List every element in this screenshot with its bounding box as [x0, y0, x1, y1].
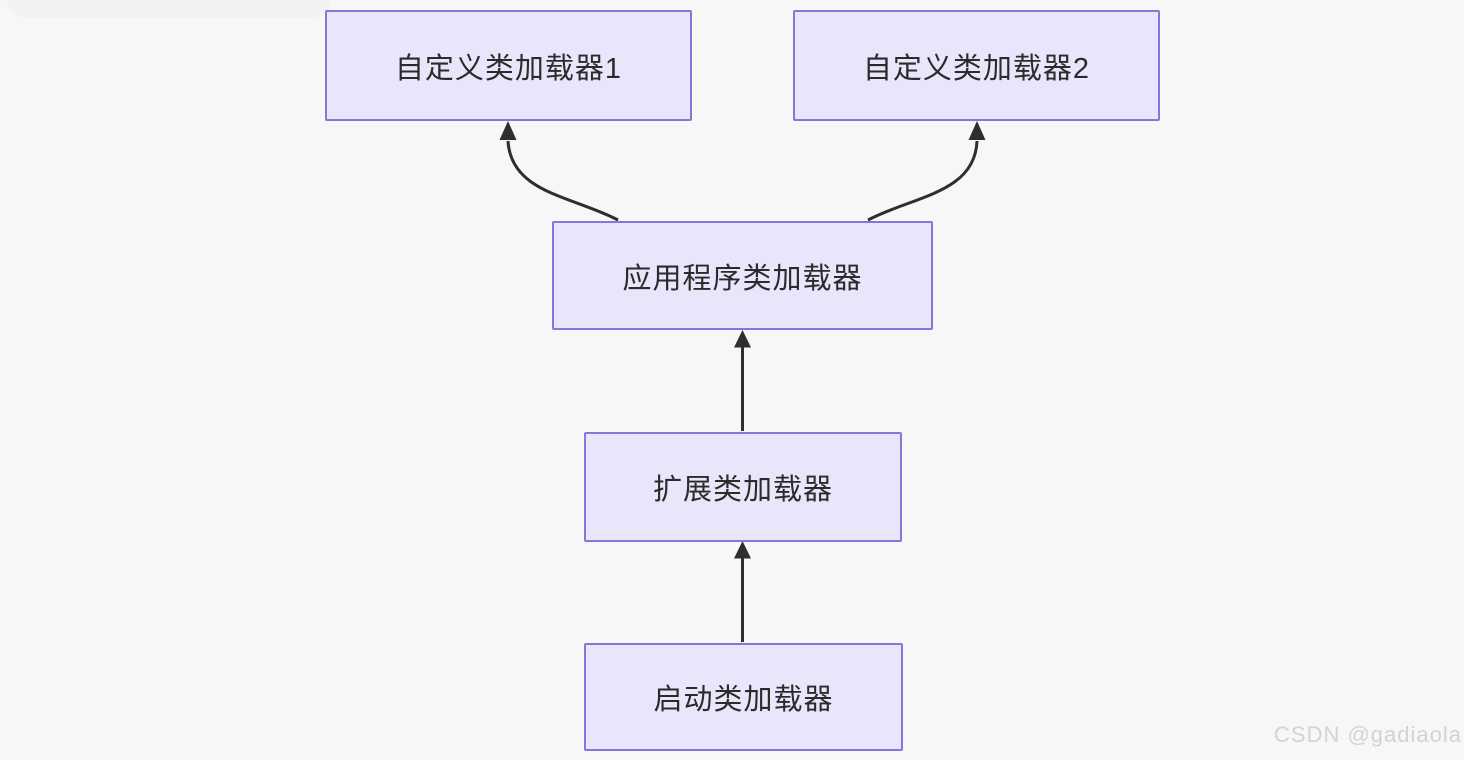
- arrow-app-to-custom1: [499, 121, 619, 222]
- node-app-loader-label: 应用程序类加载器: [622, 262, 863, 295]
- arrow-ext-to-app: [734, 330, 751, 431]
- arrow-bootstrap-to-ext: [734, 541, 751, 642]
- node-app-loader: 应用程序类加载器: [552, 221, 933, 330]
- node-ext-loader-label: 扩展类加载器: [652, 474, 833, 506]
- node-bootstrap-loader-label: 启动类加载器: [653, 684, 834, 716]
- node-ext-loader: 扩展类加载器: [584, 432, 902, 542]
- node-bootstrap-loader: 启动类加载器: [584, 643, 903, 751]
- node-custom-loader-2: 自定义类加载器2: [793, 10, 1160, 121]
- csdn-watermark: CSDN @gadiaola: [1274, 722, 1462, 747]
- node-custom-loader-1-label: 自定义类加载器1: [394, 52, 623, 85]
- node-custom-loader-1: 自定义类加载器1: [325, 10, 692, 121]
- node-custom-loader-2-label: 自定义类加载器2: [862, 52, 1091, 85]
- top-left-cropped-shape: [6, 0, 332, 18]
- arrow-app-to-custom2: [867, 121, 986, 222]
